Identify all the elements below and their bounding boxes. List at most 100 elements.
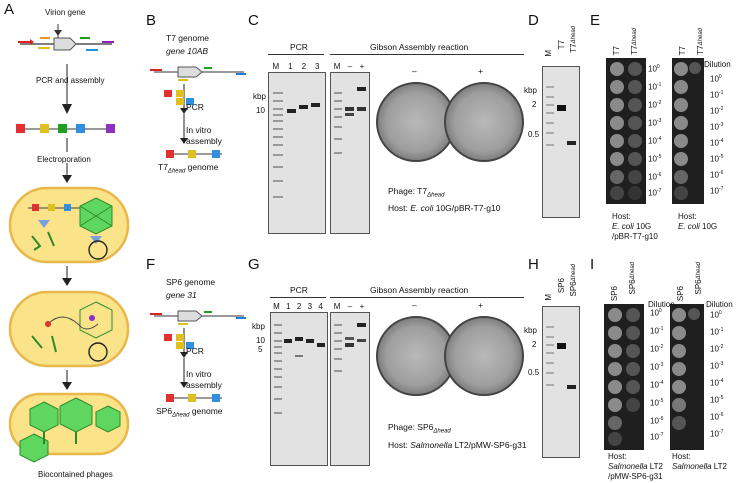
cell-electroporated: [8, 186, 130, 264]
pcr-label-f: PCR: [186, 346, 204, 356]
arrow-down-3: [62, 163, 72, 183]
lane-sp6-h: SP6: [557, 278, 566, 294]
gene-diagram-a: [18, 24, 114, 51]
virion-gene-label: Virion gene: [45, 8, 86, 17]
pcr-bracket-c: [268, 54, 324, 55]
biocontained-label: Biocontained phages: [38, 470, 113, 479]
t7-construct-diagram: [150, 66, 246, 144]
dil-e2-1: 10-1: [710, 90, 724, 100]
lane-t7head-d: T7Δhead: [569, 26, 578, 53]
panel-label-d: D: [528, 12, 539, 29]
spot-plate-e2: [672, 58, 704, 204]
dil-e-1: 10-1: [648, 82, 662, 92]
plate-plus-c: [444, 82, 524, 162]
host-label-e1: Host:E. coli 10G/pBR-T7-g10: [612, 212, 658, 241]
dil-i-4: 10-4: [650, 380, 664, 390]
panel-label-h: H: [528, 256, 539, 273]
kbp-d: kbp: [524, 86, 537, 95]
dil-i2-4: 10-4: [710, 378, 724, 388]
arrow-down-4: [62, 266, 72, 286]
dil-i-7: 10-7: [650, 432, 664, 442]
gene-10ab-label: gene 10AB: [166, 46, 209, 56]
dil-e2-3: 10-3: [710, 122, 724, 132]
invitro-label-f: In vitro: [186, 369, 212, 379]
kbp-c: kbp: [253, 92, 266, 101]
dil-e2-2: 10-2: [710, 106, 724, 116]
assembled-fragments: [16, 124, 115, 133]
dil-e2-0: 100: [710, 74, 722, 84]
t7-genome-label: T7 genome: [166, 33, 209, 43]
tick-10-c: 10: [256, 106, 265, 115]
tick-05-d: 0.5: [528, 130, 540, 139]
col-sp6-i2: SP6: [676, 286, 685, 302]
dil-i2-1: 10-1: [710, 327, 724, 337]
lanes2-c: M–+: [333, 62, 365, 71]
panel-label-f: F: [146, 256, 156, 273]
col-t7head-e1: T7Δhead: [630, 28, 639, 55]
spot-plate-e1: [606, 58, 646, 204]
kbp-h: kbp: [524, 326, 537, 335]
lanes2-g: M–+: [333, 302, 365, 311]
tick-05-h: 0.5: [528, 368, 540, 377]
dil-i2-2: 10-2: [710, 344, 724, 354]
dil-i-1: 10-1: [650, 326, 664, 336]
dilution-label-i1: Dilution: [648, 300, 675, 309]
lane-t7-d: T7: [557, 40, 566, 50]
gene-31-label: gene 31: [166, 290, 197, 300]
panel-label-b: B: [146, 12, 157, 29]
lane-m-d: M: [544, 50, 553, 57]
pcr-gel-g: [270, 312, 328, 466]
gel-h: [542, 306, 580, 458]
phage-label-c: Phage: T7Δhead: [388, 186, 445, 199]
dil-i-6: 10-6: [650, 416, 664, 426]
host-label-g: Host: Salmonella LT2/pMW-SP6-g31: [388, 440, 527, 450]
panel-label-a: A: [4, 1, 15, 18]
col-sp6head-i1: SP6Δhead: [628, 262, 637, 295]
dil-i-0: 100: [650, 308, 662, 318]
gibson-bracket-c: [330, 54, 524, 55]
dil-i2-3: 10-3: [710, 361, 724, 371]
dil-e2-4: 10-4: [710, 138, 724, 148]
dil-e2-7: 10-7: [710, 186, 724, 196]
kbp-g: kbp: [252, 322, 265, 331]
lane-m-h: M: [544, 294, 553, 301]
dil-e-5: 10-5: [648, 154, 662, 164]
arrow-down-2: [66, 138, 68, 152]
dil-i2-6: 10-6: [710, 412, 724, 422]
dil-i-3: 10-3: [650, 362, 664, 372]
panel-label-c: C: [248, 12, 259, 29]
cell-assembling: [8, 290, 130, 368]
dilution-label-i2: Dilution: [706, 300, 733, 309]
cell-lysing: [8, 392, 130, 463]
spot-plate-i1: [604, 304, 644, 450]
host-label-e2: Host:E. coli 10G: [678, 212, 718, 231]
tick-5-g: 5: [258, 345, 263, 354]
sp6-construct-diagram: [150, 310, 246, 388]
gibson-gel-g: [330, 312, 370, 466]
host-label-i1: Host:Salmonella LT2/pMW-SP6-g31: [608, 452, 663, 481]
t7-head-genome-label: T7Δhead genome: [158, 162, 219, 175]
dil-i2-7: 10-7: [710, 429, 724, 439]
pcr-bracket-g: [270, 297, 326, 298]
dil-e2-6: 10-6: [710, 170, 724, 180]
spot-plate-i2: [670, 304, 704, 450]
dil-i-5: 10-5: [650, 398, 664, 408]
dil-e-4: 10-4: [648, 136, 662, 146]
electroporation-label: Electroporation: [37, 155, 91, 164]
sp6-head-genome-label: SP6Δhead genome: [156, 406, 223, 419]
minus-c: –: [412, 66, 417, 76]
panel-label-i: I: [590, 256, 595, 273]
assembly-label-b: assembly: [186, 136, 222, 146]
col-t7-e1: T7: [612, 46, 621, 56]
col-sp6head-i2: SP6Δhead: [694, 262, 703, 295]
sp6-assembled: [166, 394, 222, 402]
pcr-label-b: PCR: [186, 102, 204, 112]
gibson-gel-c: [330, 72, 370, 234]
gibson-bracket-g: [330, 297, 524, 298]
dil-e-7: 10-7: [648, 188, 662, 198]
pcr-header-c: PCR: [290, 42, 308, 52]
dil-e-6: 10-6: [648, 172, 662, 182]
tick-2-d: 2: [532, 100, 537, 109]
